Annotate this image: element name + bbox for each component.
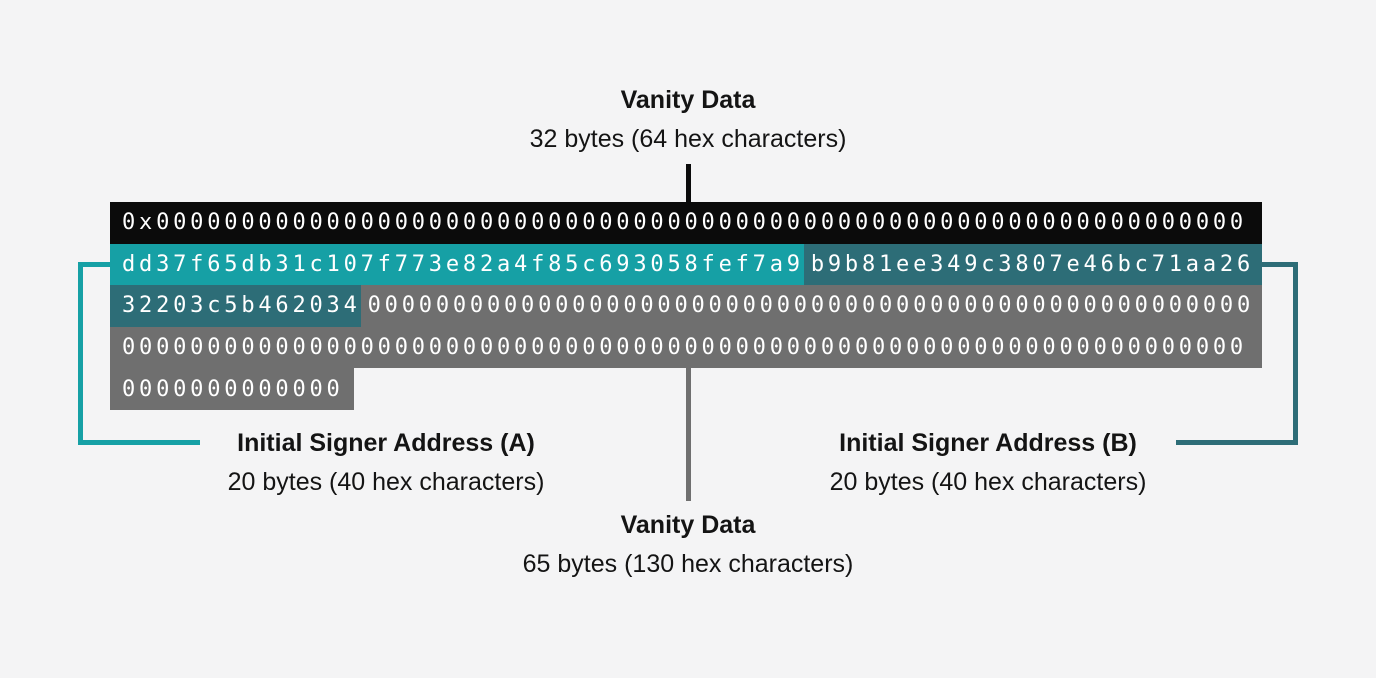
vanity-data-bottom-label: Vanity Data 65 bytes (130 hex characters… [523, 512, 854, 578]
hex-row: 0x00000000000000000000000000000000000000… [110, 202, 1262, 244]
vanity-data-top-title: Vanity Data [620, 86, 756, 114]
signer-a-bracket-vertical [78, 262, 83, 445]
signer-b-subtitle: 20 bytes (40 hex characters) [829, 468, 1147, 496]
hex-segment-gray: 0000000000000 [110, 368, 354, 410]
hex-row: 0000000000000000000000000000000000000000… [110, 326, 1262, 369]
signer-b-bracket-vertical [1293, 262, 1298, 445]
hex-segment-black: 0x00000000000000000000000000000000000000… [110, 202, 1247, 244]
hex-segment-gray: 0000000000000000000000000000000000000000… [360, 285, 1254, 327]
hex-segment-teal-light: dd37f65db31c107f773e82a4f85c693058fef7a9 [110, 243, 804, 286]
hex-block: 0x00000000000000000000000000000000000000… [110, 202, 1262, 410]
signer-b-title: Initial Signer Address (B) [839, 429, 1137, 457]
signer-b-label: Initial Signer Address (B) 20 bytes (40 … [830, 430, 1147, 496]
hex-segment-teal-dark: b9b81ee349c3807e46bc71aa26 [803, 243, 1254, 286]
signer-a-title: Initial Signer Address (A) [237, 429, 535, 457]
signer-b-bracket-bottom [1176, 440, 1298, 445]
hex-row: 0000000000000 [110, 368, 354, 410]
signer-a-label: Initial Signer Address (A) 20 bytes (40 … [228, 430, 545, 496]
bottom-connector-line [686, 368, 691, 501]
hex-row: dd37f65db31c107f773e82a4f85c693058fef7a9… [110, 243, 1262, 286]
vanity-data-bottom-title: Vanity Data [620, 511, 756, 539]
hex-segment-teal-dark: 32203c5b462034 [110, 285, 361, 327]
signer-a-subtitle: 20 bytes (40 hex characters) [227, 468, 545, 496]
vanity-data-bottom-subtitle: 65 bytes (130 hex characters) [522, 550, 854, 578]
signer-b-bracket-top [1262, 262, 1298, 267]
vanity-data-top-subtitle: 32 bytes (64 hex characters) [529, 125, 847, 153]
vanity-data-top-label: Vanity Data 32 bytes (64 hex characters) [530, 87, 847, 153]
signer-a-bracket-bottom [78, 440, 200, 445]
signer-a-bracket-top [78, 262, 110, 267]
top-connector-line [686, 164, 691, 202]
hex-segment-gray: 0000000000000000000000000000000000000000… [110, 326, 1247, 369]
